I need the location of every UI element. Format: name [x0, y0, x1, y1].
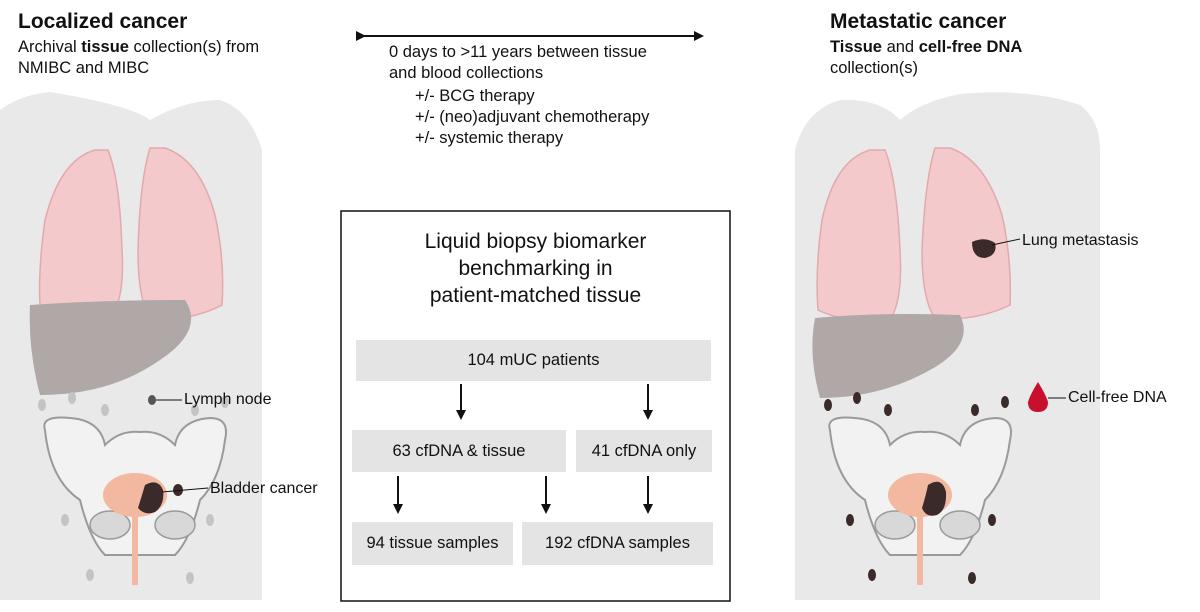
- flow-cfdna-and-tissue: 63 cfDNA & tissue: [352, 430, 566, 472]
- lymph-node-label: Lymph node: [184, 391, 272, 408]
- left-liver-icon: [29, 300, 192, 395]
- bladder-tumor-icon: [138, 482, 164, 514]
- therapy-item: +/- systemic therapy: [415, 129, 564, 147]
- flow-cfdna-only: 41 cfDNA only: [576, 430, 712, 472]
- cell-free-dna-label: Cell-free DNA: [1068, 389, 1167, 406]
- left-description: Archival tissue collection(s) from NMIBC…: [18, 38, 260, 77]
- right-description: Tissue and cell-free DNA collection(s): [830, 38, 1023, 77]
- right-lung-right-icon: [921, 147, 1012, 320]
- timeline-text: 0 days to >11 years between tissue and b…: [389, 43, 647, 82]
- right-title: Metastatic cancer: [830, 10, 1007, 33]
- summary-box: [340, 210, 731, 602]
- left-lung-right-icon: [137, 147, 224, 320]
- flow-cfdna-samples: 192 cfDNA samples: [522, 522, 713, 565]
- summary-box-title: Liquid biopsy biomarker benchmarking in …: [424, 230, 647, 307]
- right-liver-icon: [812, 314, 964, 398]
- bladder-cancer-label: Bladder cancer: [210, 480, 318, 497]
- blood-drop-icon: [1028, 382, 1048, 412]
- flow-tissue-samples: 94 tissue samples: [352, 522, 513, 565]
- therapy-item: +/- BCG therapy: [415, 87, 535, 105]
- lung-metastasis-label: Lung metastasis: [1022, 232, 1139, 249]
- flow-patients: 104 mUC patients: [356, 340, 711, 381]
- lymph-node-marker: [148, 395, 156, 405]
- lung-metastasis-icon: [972, 239, 996, 258]
- left-title: Localized cancer: [18, 10, 188, 33]
- therapy-item: +/- (neo)adjuvant chemotherapy: [415, 108, 650, 126]
- therapy-list: +/- BCG therapy +/- (neo)adjuvant chemot…: [415, 86, 649, 149]
